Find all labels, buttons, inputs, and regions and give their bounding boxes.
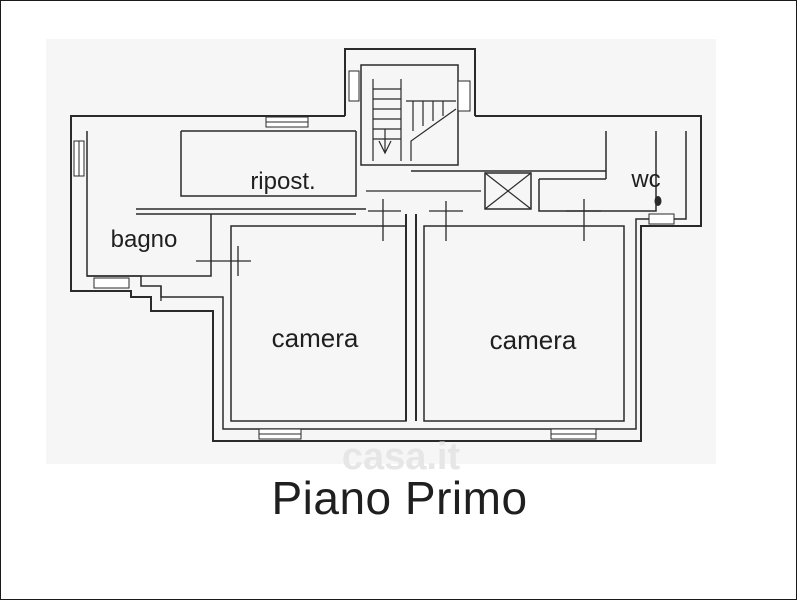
staircase [372,79,457,161]
ripost-wall [180,131,357,197]
room-label-wc: wc [630,166,660,193]
watermark: casa.it [342,436,461,471]
room-label-camera-left: camera [272,323,359,353]
scan-background [46,39,716,464]
outer-wall-right [406,115,702,442]
doors [160,199,601,301]
room-label-camera-right: camera [490,325,577,355]
floor-plan: casa.it ripost. wc bagno camera camera [46,39,716,471]
room-label-bagno: bagno [111,226,178,253]
bagno-wall [87,214,212,277]
wc-fixture [654,196,662,206]
camera-right-wall [423,225,625,422]
floor-caption: Piano Primo [271,472,528,524]
outer-wall-left [70,115,406,442]
room-label-ripost: ripost. [250,168,315,195]
stair-enclosure [360,64,459,166]
walls [70,48,702,442]
shaft [484,172,532,210]
stair-tower-wall [344,48,476,116]
windows [73,70,675,440]
